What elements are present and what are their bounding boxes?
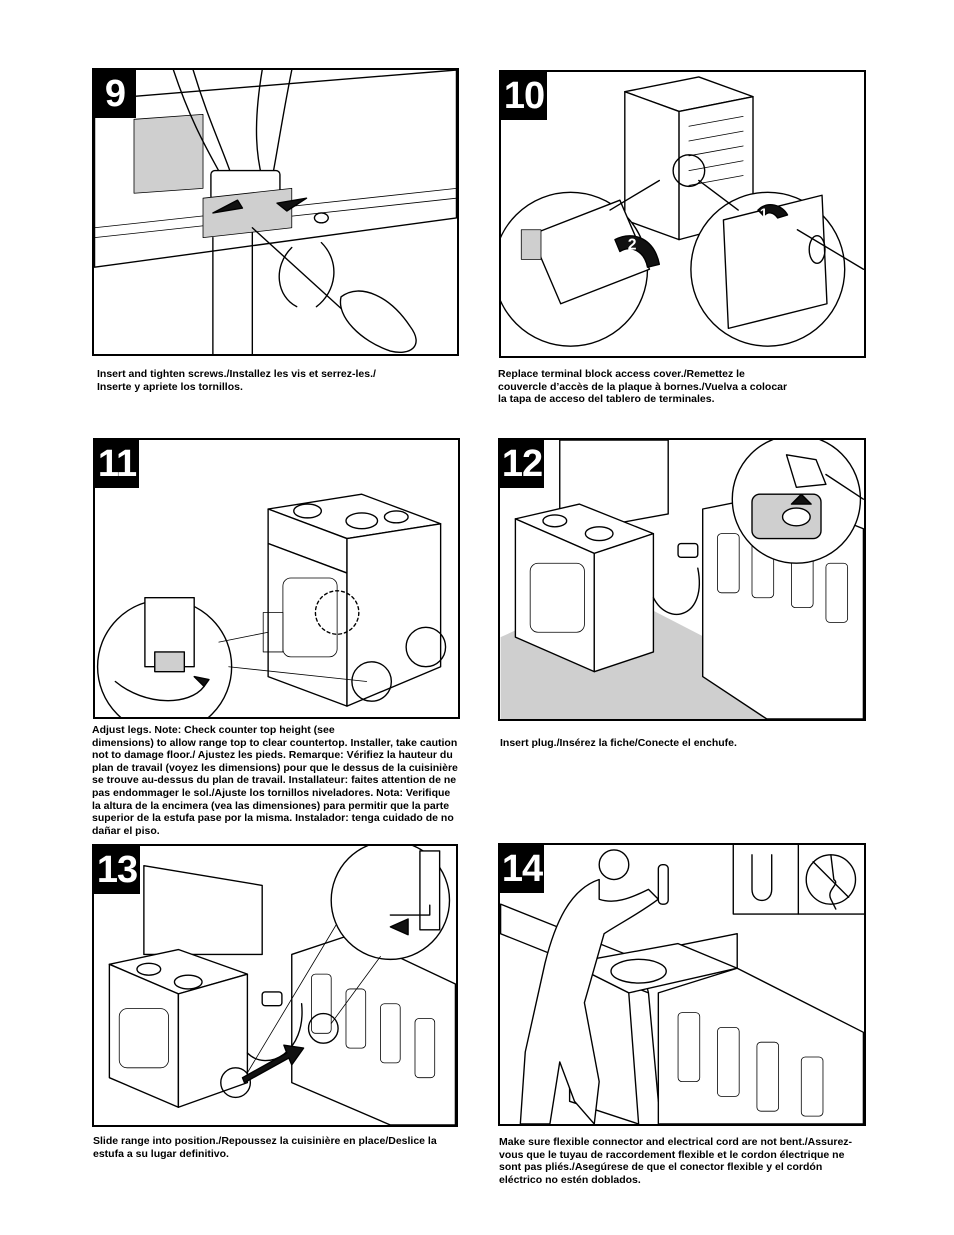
step-14-caption: Make sure flexible connector and electri… bbox=[499, 1136, 853, 1186]
step-11-illustration: 11 bbox=[93, 438, 460, 719]
range-legs-drawing bbox=[96, 493, 447, 717]
step-14-illustration: 14 bbox=[498, 843, 866, 1126]
step-10-illustration: 10 2 1 bbox=[499, 70, 866, 358]
step-12-caption: Insert plug./Insérez la fiche/Conecte el… bbox=[500, 737, 737, 749]
step-12-illustration: 12 bbox=[498, 438, 866, 721]
step-number: 9 bbox=[94, 70, 136, 118]
step-number: 14 bbox=[500, 845, 544, 893]
step-2-label: 2 bbox=[628, 237, 637, 254]
slide-range-drawing bbox=[108, 846, 456, 1125]
step-number: 12 bbox=[500, 440, 544, 488]
step-number: 13 bbox=[94, 846, 140, 894]
step-13-caption: Slide range into position./Repoussez la … bbox=[93, 1135, 437, 1160]
step-13-illustration: 13 bbox=[92, 844, 458, 1127]
step-1-label: 1 bbox=[760, 206, 768, 221]
screw-install-drawing bbox=[94, 70, 457, 354]
step-number: 10 bbox=[501, 72, 547, 120]
step-11-caption: Adjust legs. Note: Check counter top hei… bbox=[92, 724, 458, 837]
step-9-caption: Insert and tighten screws./Installez les… bbox=[97, 368, 376, 393]
step-10-caption: Replace terminal block access cover./Rem… bbox=[498, 368, 788, 406]
check-connectors-drawing bbox=[500, 845, 864, 1124]
plug-insert-drawing bbox=[500, 440, 864, 719]
access-cover-drawing: 2 1 bbox=[501, 76, 864, 347]
step-9-illustration: 9 bbox=[92, 68, 459, 356]
step-number: 11 bbox=[95, 440, 139, 488]
